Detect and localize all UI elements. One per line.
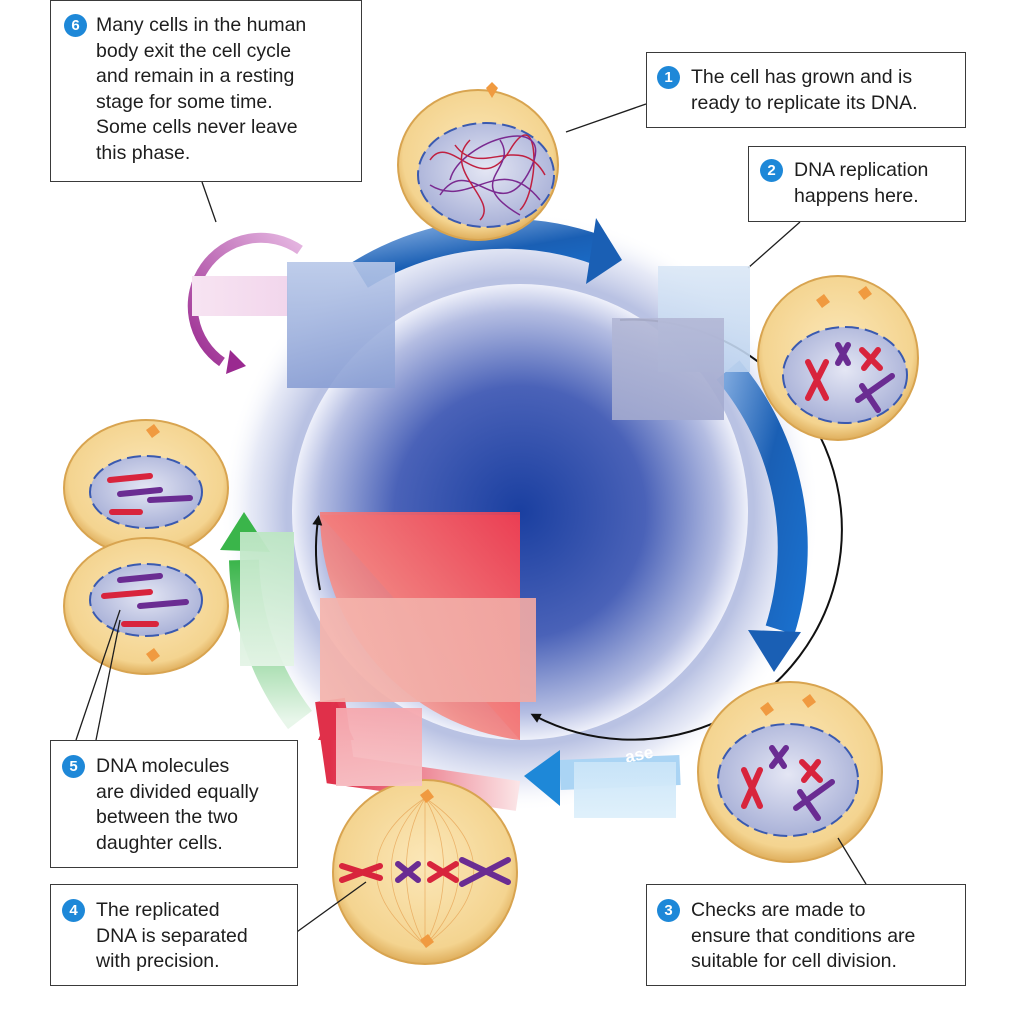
callout-leaders xyxy=(75,103,867,935)
callout-3-line: Checks are made to xyxy=(691,899,866,921)
label-mask-cytokinesis xyxy=(240,532,294,666)
callout-4: 4 The replicated DNA is separated with p… xyxy=(50,884,298,986)
leader-5 xyxy=(75,609,121,741)
resting-phase-arrow xyxy=(187,232,303,367)
label-mask-mitosis xyxy=(336,708,422,786)
callout-5-number-badge: 5 xyxy=(62,755,85,778)
leader-4 xyxy=(293,881,367,935)
callout-6-line: this phase. xyxy=(96,141,191,164)
callout-3-line: suitable for cell division. xyxy=(691,950,897,972)
cell-g1 xyxy=(397,82,559,241)
callout-6-text: Many cells in the human body exit the ce… xyxy=(96,13,306,166)
interphase-top-arrowhead xyxy=(586,218,622,284)
leader-5b xyxy=(95,619,121,741)
leader-2 xyxy=(747,221,801,269)
callout-4-line: with precision. xyxy=(96,950,220,972)
cell-s-phase xyxy=(757,275,919,441)
callout-3-line: ensure that conditions are xyxy=(691,924,916,947)
interphase-right-arrow xyxy=(716,360,808,635)
callout-3: 3 Checks are made to ensure that conditi… xyxy=(646,884,966,986)
inner-cycle-arrow-left xyxy=(312,515,323,591)
leader-6 xyxy=(201,181,217,223)
callout-2-number-badge: 2 xyxy=(760,159,783,182)
nucleus xyxy=(417,122,555,228)
interphase-bottom-arrowhead xyxy=(524,750,560,806)
callout-6-line: body exit the cell cycle xyxy=(96,39,292,62)
callout-3-number-badge: 3 xyxy=(657,899,680,922)
label-mask-g1 xyxy=(287,262,395,388)
daughter-cell-bottom xyxy=(63,537,229,675)
callout-3-text: Checks are made to ensure that condition… xyxy=(691,898,915,975)
callout-6-line: stage for some time. xyxy=(96,90,273,113)
leader-1 xyxy=(565,103,647,133)
leader-3 xyxy=(837,837,867,885)
callout-6-line: Some cells never leave xyxy=(96,116,298,138)
callout-4-number-badge: 4 xyxy=(62,899,85,922)
callout-2-line: happens here. xyxy=(794,184,919,207)
callout-1: 1 The cell has grown and is ready to rep… xyxy=(646,52,966,128)
label-mask-interphase xyxy=(612,318,724,420)
callout-6-number-badge: 6 xyxy=(64,14,87,37)
callout-1-text: The cell has grown and is ready to repli… xyxy=(691,65,918,116)
callout-1-line: ready to replicate its DNA. xyxy=(691,91,918,114)
callout-1-line: The cell has grown and is xyxy=(691,66,913,88)
callout-5-line: DNA molecules xyxy=(96,755,230,777)
label-mask-g0 xyxy=(192,276,288,316)
callout-6-line: and remain in a resting xyxy=(96,65,295,87)
callout-5-line: are divided equally xyxy=(96,780,259,803)
cell-g2 xyxy=(697,681,883,863)
callout-5: 5 DNA molecules are divided equally betw… xyxy=(50,740,298,868)
cell-mitosis xyxy=(332,779,518,965)
label-mask-g2 xyxy=(574,762,676,818)
callout-4-line: DNA is separated xyxy=(96,924,248,947)
callout-5-line: between the two xyxy=(96,806,239,828)
callout-6-line: Many cells in the human xyxy=(96,14,307,36)
callout-5-text: DNA molecules are divided equally betwee… xyxy=(96,754,259,856)
callout-2: 2 DNA replication happens here. xyxy=(748,146,966,222)
nucleus xyxy=(717,723,859,837)
callout-4-text: The replicated DNA is separated with pre… xyxy=(96,898,248,975)
callout-2-line: DNA replication xyxy=(794,159,929,181)
callout-4-line: The replicated xyxy=(96,899,220,921)
interphase-right-arrowhead xyxy=(748,630,801,672)
callout-1-number-badge: 1 xyxy=(657,66,680,89)
callout-5-line: daughter cells. xyxy=(96,831,223,854)
centrosome xyxy=(486,82,498,98)
resting-phase-arrowhead xyxy=(226,350,246,374)
callout-6: 6 Many cells in the human body exit the … xyxy=(50,0,362,182)
daughter-cell-top xyxy=(63,419,229,557)
callout-2-text: DNA replication happens here. xyxy=(794,158,928,209)
label-mask-mitotic xyxy=(320,598,536,702)
